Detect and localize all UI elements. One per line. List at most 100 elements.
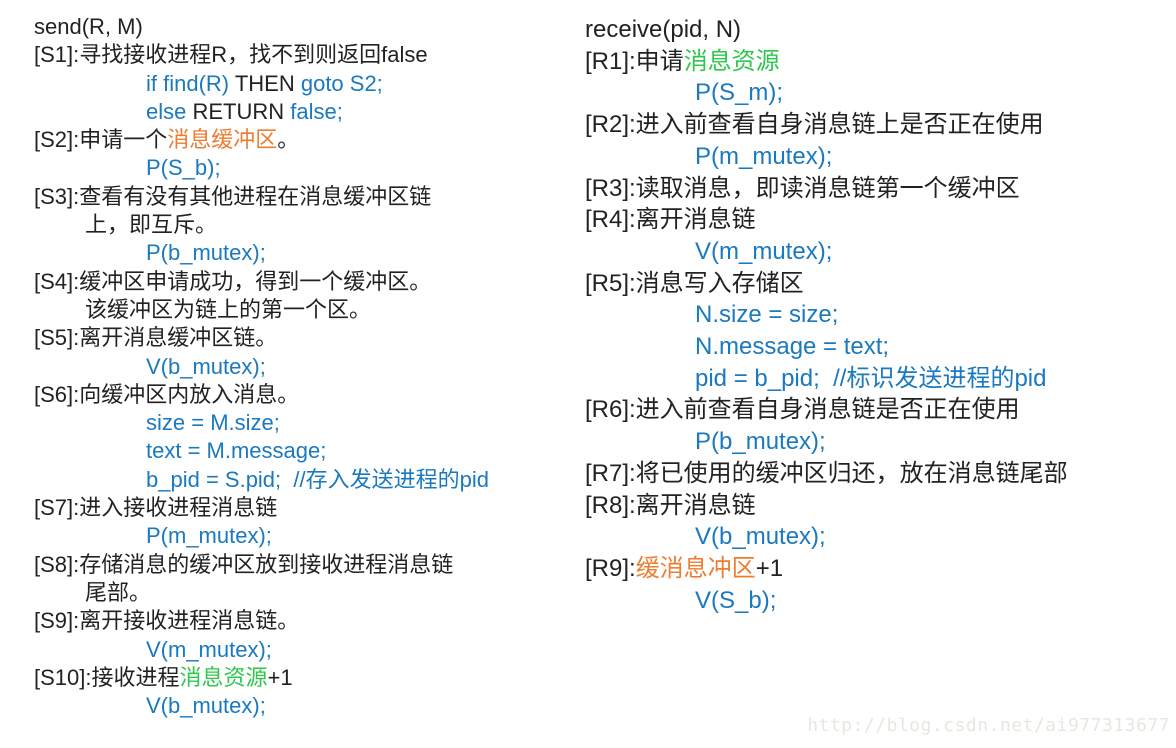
step-r1: [R1]:申请消息资源	[585, 46, 1173, 78]
text-segment-green: 消息资源	[683, 47, 780, 75]
text-segment-black: receive(pid, N)	[585, 16, 742, 43]
text-segment-black: [R4]:离开消息链	[585, 206, 756, 234]
text-segment-blue: V(S_b);	[695, 586, 777, 614]
text-segment-blue: V(b_mutex);	[146, 353, 266, 379]
code-line: V(b_mutex);	[34, 353, 582, 381]
text-segment-blue: V(b_mutex);	[695, 523, 826, 551]
code-line: else RETURN false;	[34, 98, 582, 126]
step-s4: [S4]:缓冲区申请成功，得到一个缓冲区。	[34, 268, 582, 296]
text-segment-blue: P(m_mutex);	[695, 142, 833, 170]
step-s4-continued: 该缓冲区为链上的第一个区。	[34, 296, 582, 324]
text-segment-black: 。	[277, 127, 300, 153]
text-segment-black: THEN	[234, 70, 301, 96]
step-r8: [R8]:离开消息链	[585, 490, 1173, 522]
text-segment-black: [R5]:消息写入存储区	[585, 269, 804, 297]
text-segment-green: 消息资源	[179, 664, 268, 690]
step-r9: [R9]:缓消息冲区+1	[585, 553, 1173, 585]
text-segment-black: 上，即互斥。	[85, 212, 218, 238]
text-segment-black: [S8]:存储消息的缓冲区放到接收进程消息链	[34, 551, 454, 577]
code-line: pid = b_pid; //标识发送进程的pid	[585, 363, 1173, 395]
step-s8-continued: 尾部。	[34, 579, 582, 607]
step-s2: [S2]:申请一个消息缓冲区。	[34, 126, 582, 154]
watermark-url: http://blog.csdn.net/ai977313677	[807, 715, 1170, 736]
step-s10: [S10]:接收进程消息资源+1	[34, 664, 582, 692]
text-segment-black: [S3]:查看有没有其他进程在消息缓冲区链	[34, 183, 432, 209]
text-segment-orange: 消息缓冲区	[167, 127, 278, 153]
text-segment-black: [R8]:离开消息链	[585, 491, 756, 519]
text-segment-blue: P(S_b);	[146, 155, 221, 181]
step-r3: [R3]:读取消息，即读消息链第一个缓冲区	[585, 173, 1173, 205]
text-segment-blue: if find(R)	[146, 70, 235, 96]
text-segment-black: RETURN	[192, 98, 291, 124]
code-line: V(m_mutex);	[34, 636, 582, 664]
text-segment-orange: 缓消息冲区	[635, 554, 756, 582]
code-line: V(b_mutex);	[34, 692, 582, 720]
text-segment-black: [R9]:	[585, 554, 636, 582]
text-segment-blue: V(b_mutex);	[146, 693, 266, 719]
text-segment-blue: N.size = size;	[695, 301, 839, 329]
step-r2: [R2]:进入前查看自身消息链上是否正在使用	[585, 109, 1173, 141]
step-s3-continued: 上，即互斥。	[34, 211, 582, 239]
text-segment-black: [S10]:接收进程	[34, 664, 180, 690]
step-r7: [R7]:将已使用的缓冲区归还，放在消息链尾部	[585, 458, 1173, 490]
text-segment-blue: P(S_m);	[695, 79, 784, 107]
procedure-title-receive: receive(pid, N)	[585, 14, 1173, 46]
text-segment-blue: size = M.size;	[146, 410, 280, 436]
text-segment-blue: V(m_mutex);	[695, 237, 833, 265]
text-segment-black: +1	[267, 664, 293, 690]
code-line: b_pid = S.pid; //存入发送进程的pid	[34, 466, 582, 494]
text-segment-black: [R1]:申请	[585, 47, 684, 75]
code-line: P(S_b);	[34, 154, 582, 182]
text-segment-black: [R2]:进入前查看自身消息链上是否正在使用	[585, 111, 1044, 139]
text-segment-blue: text = M.message;	[146, 438, 327, 464]
step-r5: [R5]:消息写入存储区	[585, 268, 1173, 300]
text-segment-black: [S4]:缓冲区申请成功，得到一个缓冲区。	[34, 268, 432, 294]
text-segment-black: 尾部。	[85, 579, 152, 605]
text-segment-blue: P(m_mutex);	[146, 523, 272, 549]
code-line: P(m_mutex);	[34, 522, 582, 550]
text-segment-blue: N.message = text;	[695, 333, 890, 361]
step-r6: [R6]:进入前查看自身消息链是否正在使用	[585, 394, 1173, 426]
text-segment-blue: false;	[290, 98, 343, 124]
step-s7: [S7]:进入接收进程消息链	[34, 494, 582, 522]
text-segment-black: [S7]:进入接收进程消息链	[34, 495, 278, 521]
code-line: V(m_mutex);	[585, 236, 1173, 268]
text-segment-black: [R3]:读取消息，即读消息链第一个缓冲区	[585, 174, 1020, 202]
code-line: if find(R) THEN goto S2;	[34, 70, 582, 98]
code-line: P(m_mutex);	[585, 141, 1173, 173]
step-s1: [S1]:寻找接收进程R，找不到则返回false	[34, 41, 582, 69]
step-s9: [S9]:离开接收进程消息链。	[34, 607, 582, 635]
code-line: P(S_m);	[585, 77, 1173, 109]
text-segment-black: [S5]:离开消息缓冲区链。	[34, 325, 278, 351]
text-segment-blue: P(b_mutex);	[146, 240, 266, 266]
text-segment-black: [S6]:向缓冲区内放入消息。	[34, 381, 300, 407]
text-segment-blue: else	[146, 98, 193, 124]
code-line: V(S_b);	[585, 585, 1173, 617]
step-s6: [S6]:向缓冲区内放入消息。	[34, 381, 582, 409]
text-segment-black: send(R, M)	[34, 14, 143, 39]
text-segment-black: +1	[755, 554, 784, 582]
text-segment-blue: b_pid = S.pid; //存入发送进程的pid	[146, 466, 489, 492]
code-line: P(b_mutex);	[585, 426, 1173, 458]
text-segment-black: [R6]:进入前查看自身消息链是否正在使用	[585, 396, 1020, 424]
text-segment-black: [R7]:将已使用的缓冲区归还，放在消息链尾部	[585, 459, 1068, 487]
step-s3: [S3]:查看有没有其他进程在消息缓冲区链	[34, 183, 582, 211]
code-line: V(b_mutex);	[585, 521, 1173, 553]
text-segment-black: [S2]:申请一个	[34, 127, 168, 153]
step-r4: [R4]:离开消息链	[585, 204, 1173, 236]
step-s8: [S8]:存储消息的缓冲区放到接收进程消息链	[34, 551, 582, 579]
code-line: text = M.message;	[34, 437, 582, 465]
text-segment-black: [S9]:离开接收进程消息链。	[34, 608, 300, 634]
step-s5: [S5]:离开消息缓冲区链。	[34, 324, 582, 352]
text-segment-blue: pid = b_pid; //标识发送进程的pid	[695, 364, 1047, 392]
text-segment-blue: goto S2;	[300, 70, 383, 96]
code-line: size = M.size;	[34, 409, 582, 437]
text-segment-blue: P(b_mutex);	[695, 428, 826, 456]
code-line: N.message = text;	[585, 331, 1173, 363]
procedure-title-send: send(R, M)	[34, 13, 582, 41]
code-line: N.size = size;	[585, 299, 1173, 331]
text-segment-blue: V(m_mutex);	[146, 636, 272, 662]
code-line: P(b_mutex);	[34, 239, 582, 267]
